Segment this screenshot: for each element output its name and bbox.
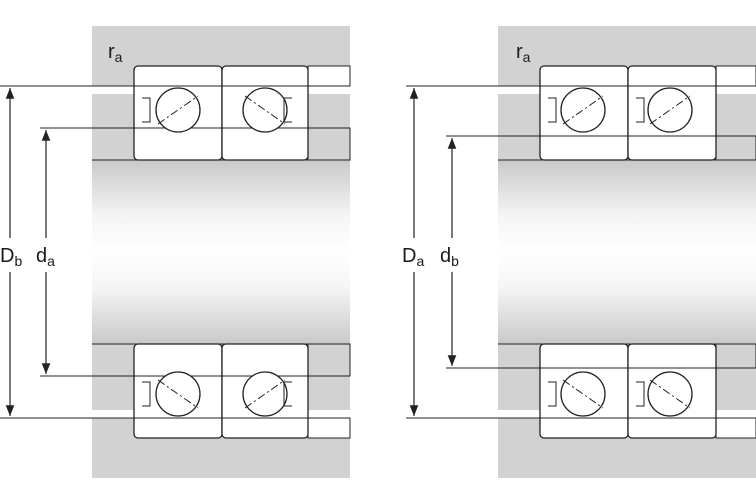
bearing-top-right xyxy=(627,65,717,161)
bearing-bottom-left xyxy=(133,343,223,439)
shaft-collar-top xyxy=(715,135,756,161)
bearing-top-right xyxy=(221,65,309,161)
bearing-top-left xyxy=(539,65,629,161)
right-figure: Da db ra xyxy=(402,26,756,478)
shaft-collar-bottom xyxy=(307,343,351,377)
bearing-bottom-right xyxy=(627,343,717,439)
bearing-bottom-right xyxy=(221,343,309,439)
shaft xyxy=(498,160,756,344)
spacer-top xyxy=(715,65,756,87)
label-ra: ra xyxy=(516,41,531,65)
bearing-top-left xyxy=(133,65,223,161)
label-Db: Db xyxy=(0,245,22,269)
spacer-top xyxy=(307,65,351,87)
shaft xyxy=(92,160,350,344)
shaft-collar-bottom xyxy=(715,343,756,369)
label-Da: Da xyxy=(402,245,424,269)
label-da: da xyxy=(36,245,55,269)
label-db: db xyxy=(440,245,459,269)
bearing-bottom-left xyxy=(539,343,629,439)
spacer-bottom xyxy=(715,417,756,439)
label-ra: ra xyxy=(108,41,123,65)
left-figure: Db da ra xyxy=(0,26,351,478)
shaft-collar-top xyxy=(307,127,351,161)
spacer-bottom xyxy=(307,417,351,439)
